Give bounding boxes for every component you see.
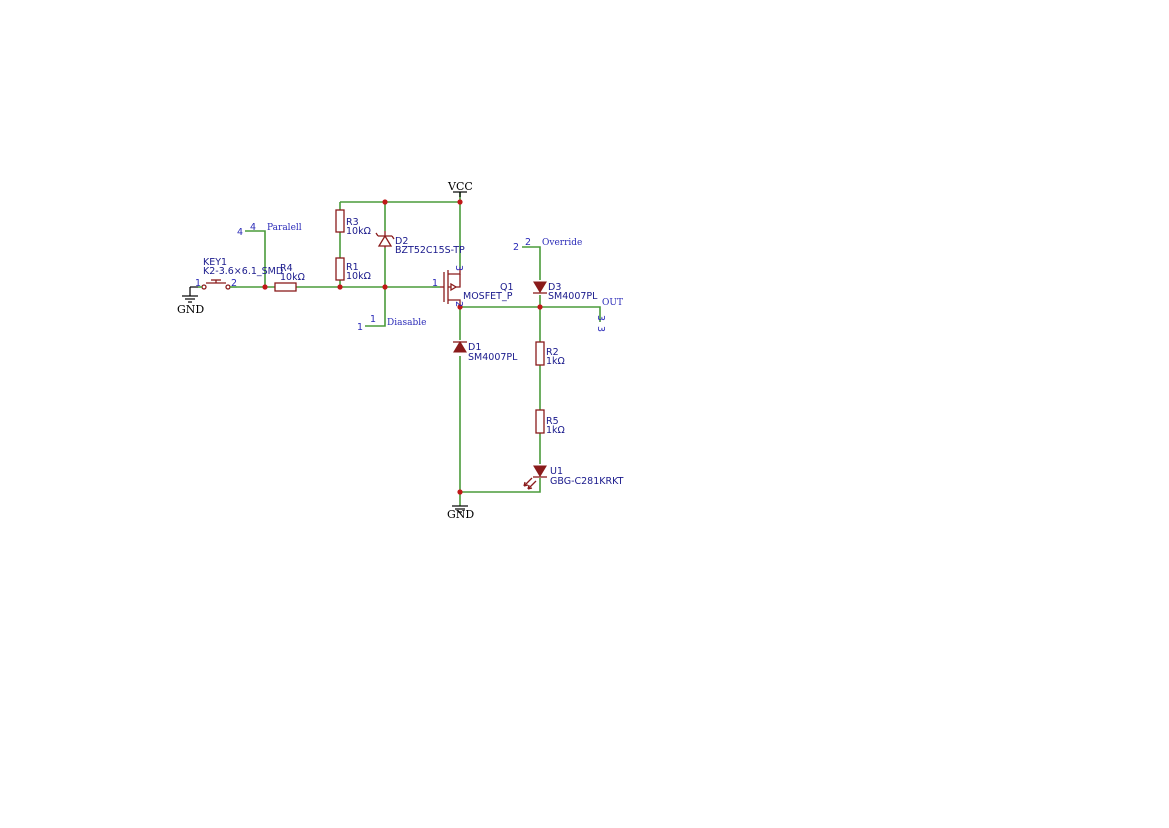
- q1-source-pin: 3: [453, 265, 464, 271]
- r1-resistor[interactable]: R1 10kΩ: [335, 257, 371, 282]
- switch-contact: [225, 284, 231, 290]
- diasable-pin: 1: [370, 314, 376, 325]
- r2-ref: R2: [546, 347, 559, 358]
- r5-value: 1kΩ: [546, 425, 565, 436]
- u1-led[interactable]: U1 GBG-C281KRKT: [523, 465, 624, 490]
- gnd-symbol-bottom: GND: [447, 505, 474, 521]
- d2-zener-diode[interactable]: D2 BZT52C15S-TP: [375, 231, 465, 256]
- switch-contact: [201, 284, 207, 290]
- paralell-pin: 4: [250, 222, 256, 233]
- u1-ref: U1: [550, 466, 563, 477]
- q1-gate-pin: 1: [432, 278, 438, 289]
- r5-resistor[interactable]: R5 1kΩ: [535, 409, 565, 436]
- paralell-outer-pin: 4: [237, 227, 243, 238]
- r2-resistor[interactable]: R2 1kΩ: [535, 341, 565, 367]
- junction-dot: [457, 199, 463, 205]
- junction-dot: [537, 304, 543, 310]
- q1-value: MOSFET_P: [463, 291, 513, 302]
- d1-ref: D1: [468, 342, 481, 353]
- r1-ref: R1: [346, 262, 359, 273]
- junction-dot: [337, 284, 343, 290]
- d1-diode[interactable]: D1 SM4007PL: [453, 340, 518, 363]
- u1-value: GBG-C281KRKT: [550, 476, 624, 487]
- junction-dot: [457, 304, 463, 310]
- port-paralell[interactable]: 4 4 Paralell: [237, 222, 302, 238]
- r3-resistor[interactable]: R3 10kΩ: [335, 209, 371, 237]
- q1-ref: Q1: [500, 282, 514, 293]
- override-label: Override: [542, 238, 582, 248]
- r3-ref: R3: [346, 217, 359, 228]
- r2-value: 1kΩ: [546, 356, 565, 367]
- key1-pin1: 1: [195, 278, 201, 289]
- gnd-label: GND: [177, 303, 204, 316]
- q1-drain-pin: 2: [453, 301, 464, 307]
- out-outer-pin: 3: [595, 326, 606, 332]
- override-outer-pin: 2: [513, 242, 519, 253]
- junction-dot: [382, 284, 388, 290]
- junction-dot: [457, 489, 463, 495]
- vcc-label: VCC: [447, 180, 473, 193]
- d3-ref: D3: [548, 282, 561, 293]
- junctions: [262, 199, 543, 495]
- r4-ref: R4: [280, 263, 293, 274]
- junction-dot: [382, 199, 388, 205]
- paralell-label: Paralell: [267, 223, 302, 233]
- d3-value: SM4007PL: [548, 291, 598, 302]
- gnd-label-bottom: GND: [447, 508, 474, 521]
- diasable-label: Diasable: [387, 318, 426, 328]
- key1-switch[interactable]: 1 2 KEY1 K2-3.6×6.1_SMD: [195, 257, 283, 290]
- d2-ref: D2: [395, 236, 408, 247]
- port-out[interactable]: OUT 3 3: [595, 298, 623, 332]
- gnd-symbol-left: GND: [177, 286, 204, 316]
- r4-resistor[interactable]: R4 10kΩ: [274, 263, 305, 292]
- d2-value: BZT52C15S-TP: [395, 245, 465, 256]
- junction-dot: [262, 284, 268, 290]
- d1-value: SM4007PL: [468, 352, 518, 363]
- r5-ref: R5: [546, 416, 559, 427]
- q1-mosfet[interactable]: 1 3 2 Q1 MOSFET_P: [432, 265, 514, 307]
- vcc-symbol: VCC: [447, 180, 473, 197]
- override-pin: 2: [525, 237, 531, 248]
- r4-value: 10kΩ: [280, 272, 305, 283]
- out-pin: 3: [595, 315, 606, 321]
- wires: [237, 192, 601, 506]
- key1-pin2: 2: [231, 278, 237, 289]
- out-label: OUT: [602, 298, 623, 308]
- diasable-outer-pin: 1: [357, 322, 363, 333]
- r1-value: 10kΩ: [346, 271, 371, 282]
- r3-value: 10kΩ: [346, 226, 371, 237]
- d3-diode[interactable]: D3 SM4007PL: [533, 281, 598, 302]
- key1-ref: KEY1: [203, 257, 227, 268]
- port-diasable[interactable]: 1 1 Diasable: [357, 314, 426, 333]
- port-override[interactable]: 2 2 Override: [513, 237, 582, 253]
- key1-value: K2-3.6×6.1_SMD: [203, 266, 283, 277]
